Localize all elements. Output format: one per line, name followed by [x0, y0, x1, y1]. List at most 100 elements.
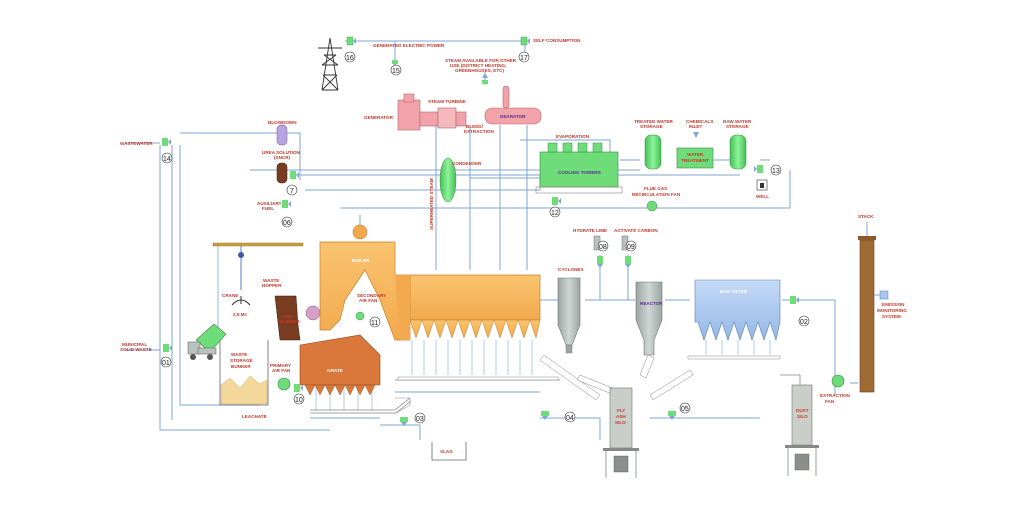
extraction-fan-label-2: FAN: [825, 399, 835, 404]
arrow-12: [552, 197, 561, 205]
svg-text:09: 09: [627, 244, 635, 251]
chemicals-label-2: INLET: [689, 124, 702, 129]
dust-silo: [780, 374, 819, 476]
crane-capacity-label: 2,5 Mc: [233, 312, 247, 317]
primary-air-fan-icon: [277, 377, 291, 391]
boiler-label: BOILER: [352, 258, 370, 263]
water-treatment-label-2: TREATMENT: [681, 158, 709, 163]
activate-carbon-label: ACTIVATE CARBON: [614, 228, 658, 233]
waste-storage-label: WASTE: [231, 352, 247, 357]
arrow-08: [597, 256, 603, 268]
raw-water-tank-icon: [729, 134, 747, 170]
svg-text:12: 12: [551, 210, 559, 217]
steam-turbine-icon: [419, 107, 467, 129]
water-treatment-unit-icon: [676, 147, 714, 169]
flue-gas-recirc-label-2: RECIRCULATION FAN: [632, 192, 681, 197]
fly-ash-label-2: ASH: [616, 414, 626, 419]
dust-silo-label-2: SILO: [797, 414, 808, 419]
arrow-10: [294, 384, 303, 392]
crane-icon: [212, 242, 304, 340]
svg-text:06: 06: [283, 220, 291, 227]
arrow-03: [400, 417, 408, 426]
hydrate-lime-label: HYDRATE LIME: [573, 228, 607, 233]
chemicals-arrow-icon: [693, 132, 699, 138]
slag-label: SLAG: [440, 449, 453, 454]
condenser-label: CONDENSER: [452, 161, 482, 166]
waste-storage-label-3: BUNKER: [231, 364, 251, 369]
generator-icon: [397, 93, 421, 131]
steam-turbine-label: STEAM TURBINE: [428, 99, 466, 104]
bag-filter-unit: [687, 279, 781, 360]
arrow-06: [282, 200, 291, 208]
point-marker-7: 7: [286, 184, 298, 196]
blowdown-label: BLOWDOWN: [268, 120, 297, 125]
crane-label: CRANE: [222, 293, 238, 298]
primary-air-fan-label: PRIMARY: [270, 363, 291, 368]
leachate-label: LEACHATE: [242, 414, 267, 419]
cooling-towers-label: COOLING TOWERS: [558, 170, 601, 175]
self-consumption-label: SELF CONSUMPTION: [533, 38, 581, 43]
flue-gas-recirc-label: FLUE GAS: [644, 186, 667, 191]
raw-water-label: RAW WATER: [723, 119, 752, 124]
auxiliary-fuel-label: AUXILIARY: [257, 201, 282, 206]
arrow-7: [290, 171, 299, 179]
water-treatment-label: WATER: [687, 152, 704, 157]
dust-silo-label: DUST: [796, 408, 809, 413]
svg-text:11: 11: [371, 320, 378, 327]
point-marker-13: 13: [770, 164, 782, 176]
emission-label-3: SYSTEM: [882, 314, 901, 319]
grate-label: GRATE: [327, 368, 343, 373]
treated-water-label-2: STORAGE: [640, 124, 663, 129]
aux-burner-label-2: BURNER: [280, 319, 300, 324]
arrow-05: [668, 411, 676, 420]
svg-text:16: 16: [346, 55, 354, 62]
svg-text:14: 14: [163, 156, 171, 163]
raw-water-label-2: STORAGE: [726, 124, 749, 129]
treated-water-label: TREATED WATER: [634, 119, 674, 124]
steam-available-label-3: GREENHOUSES, ETC): [455, 68, 504, 73]
piping-network: [125, 125, 858, 440]
aux-burner-icon: [305, 305, 321, 321]
point-marker-03: 03: [414, 412, 426, 424]
reactor-label: REACTOR: [640, 301, 663, 306]
emission-label: EMISSION: [882, 302, 905, 307]
arrow-16: [346, 36, 356, 46]
treated-water-tank-icon: [644, 134, 662, 170]
reactor-unit: [635, 281, 663, 379]
point-marker-09: 09: [625, 240, 637, 252]
svg-text:10: 10: [295, 397, 303, 404]
dearator-label: DEARATOR: [500, 114, 526, 119]
municipal-waste-label: MUNICIPAL: [122, 342, 147, 347]
stack-chimney: [858, 236, 876, 393]
point-marker-14: 14: [161, 152, 173, 164]
waste-hopper-label-2: HOPPER: [262, 283, 282, 288]
well-icon: [756, 179, 768, 191]
fly-ash-label: FLY: [617, 408, 625, 413]
generator-label: GENERATOR: [364, 115, 394, 120]
urea-tank-icon: [276, 162, 288, 184]
slag-conveyor: [310, 397, 412, 414]
boiler-ash-conveyor: [397, 354, 601, 401]
secondary-air-fan-label-2: AIR FAN: [359, 298, 378, 303]
cyclones-unit: [557, 277, 581, 354]
fly-ash-label-3: SILO: [615, 420, 626, 425]
arrow-13: [754, 165, 763, 173]
urea-label-2: (SNCR): [274, 155, 291, 160]
extraction-fan-label: EXTRACTION: [820, 393, 851, 398]
municipal-waste-label-2: SOLID WASTE: [120, 347, 152, 352]
boiler-unit: [319, 224, 541, 341]
chemicals-label: CHEMICALS: [686, 119, 713, 124]
fly-ash-silo: [603, 387, 639, 478]
garbage-truck-icon: [187, 323, 227, 360]
bleed-label-2: EXTRACTION: [464, 129, 495, 134]
wastewater-label: WASTEWATER: [120, 141, 153, 146]
generated-power-label: GENERATED ELECTRIC POWER: [373, 43, 445, 48]
point-marker-05: 05: [679, 402, 691, 414]
svg-text:02: 02: [800, 319, 808, 326]
svg-text:04: 04: [566, 415, 574, 422]
steam-available-label-2: USE (DISTRICT HEATING,: [450, 63, 506, 68]
svg-text:13: 13: [772, 168, 780, 175]
point-marker-17: 17: [518, 51, 530, 63]
arrow-09: [625, 256, 631, 268]
